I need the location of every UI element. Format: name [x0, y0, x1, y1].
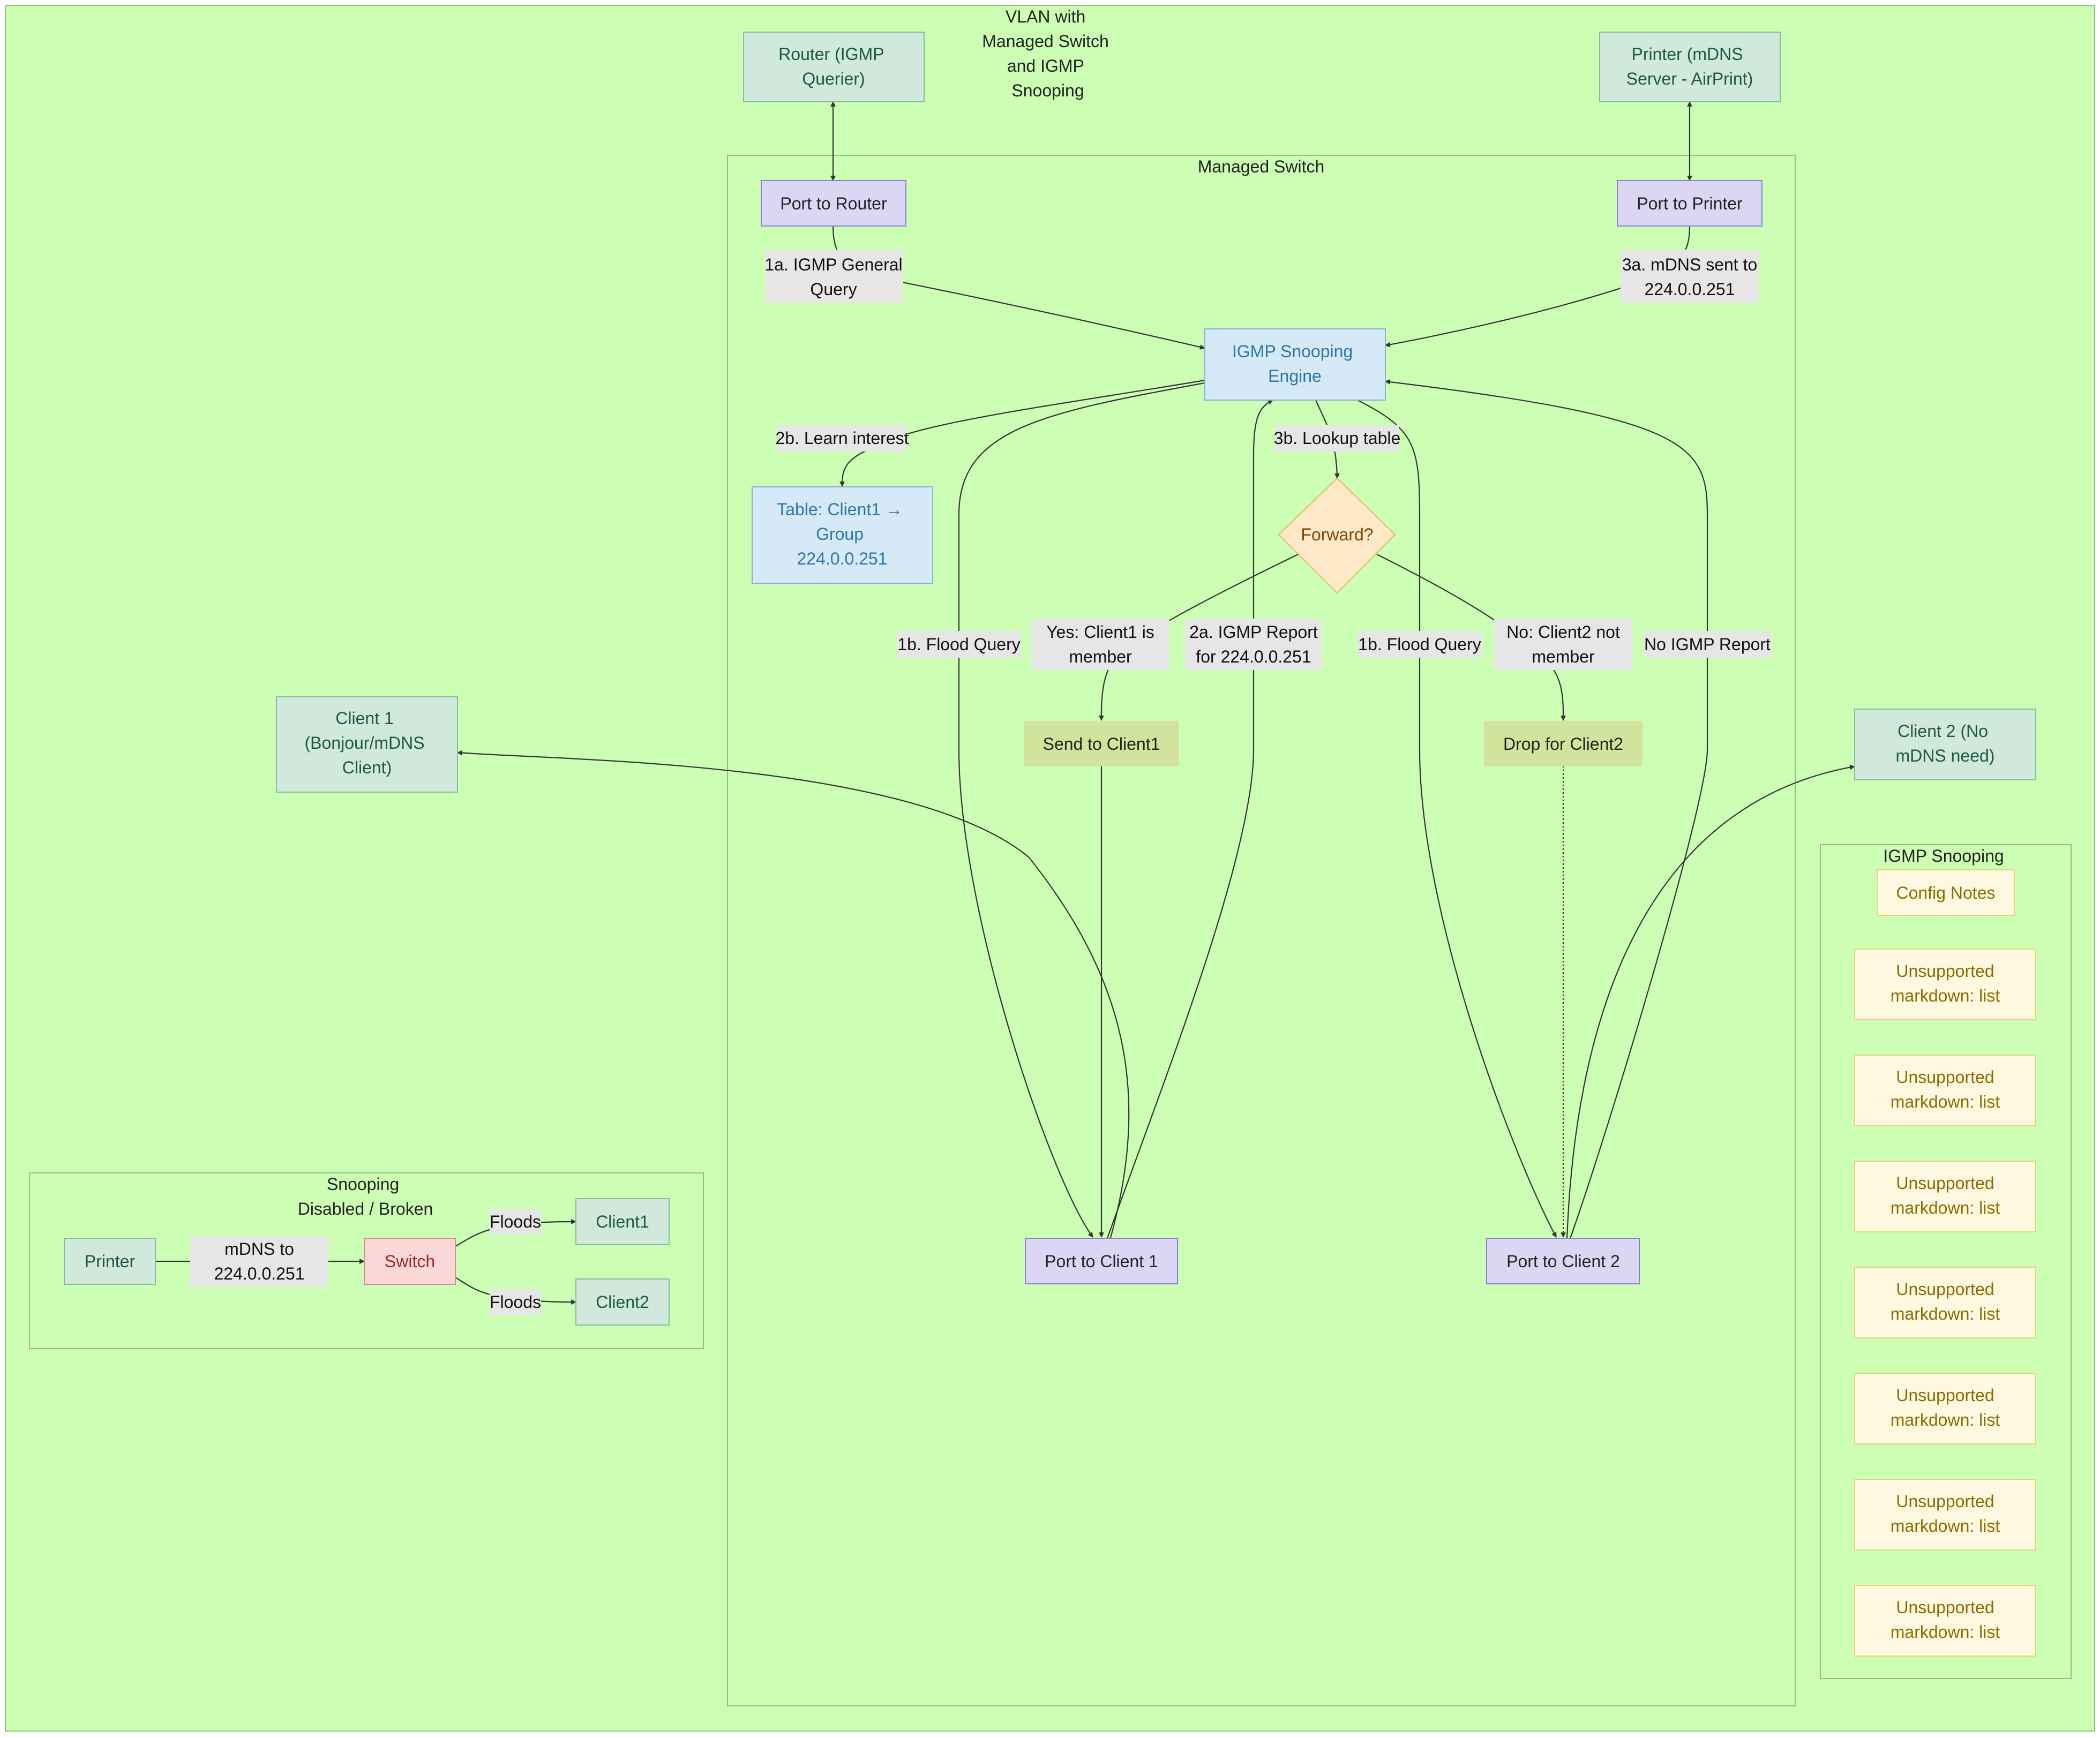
svg-text:1b. Flood Query: 1b. Flood Query: [897, 635, 1020, 654]
config-cluster-title: IGMP Snooping: [1883, 846, 2004, 866]
svg-text:Port to Printer: Port to Printer: [1637, 194, 1743, 213]
svg-text:Forward?: Forward?: [1301, 525, 1373, 544]
config-notes-node: Config Notes: [1877, 869, 2015, 916]
edge-1b-right: [1355, 398, 1557, 1238]
snooping-broken-cluster: [29, 1172, 704, 1349]
port-to-client1-node: Port to Client 1: [1025, 1238, 1178, 1284]
svg-text:Switch: Switch: [385, 1252, 435, 1271]
managed-switch-cluster: [727, 155, 1796, 1706]
client2-node: Client 2 (No mDNS need): [1854, 709, 2036, 780]
svg-text:Client1: Client1: [596, 1212, 649, 1231]
broken-client2-node: Client2: [575, 1278, 670, 1326]
edge-no-report: [1385, 379, 1708, 1240]
svg-text:Printer: Printer: [85, 1252, 136, 1271]
svg-text:Port to Client 2: Port to Client 2: [1506, 1252, 1620, 1271]
broken-printer-node: Printer: [64, 1238, 156, 1285]
snooping-broken-title: Snooping Disabled / Broken: [298, 1175, 433, 1218]
membership-table-node: Table: Client1 → Group 224.0.0.251: [752, 486, 933, 584]
svg-text:Client2: Client2: [596, 1292, 649, 1312]
client1-node: Client 1 (Bonjour/mDNS Client): [276, 696, 458, 793]
managed-switch-title: Managed Switch: [1198, 157, 1325, 176]
port-to-printer-node: Port to Printer: [1617, 180, 1762, 227]
svg-text:Floods: Floods: [490, 1212, 541, 1231]
broken-switch-node: Switch: [364, 1238, 456, 1285]
svg-text:Floods: Floods: [490, 1292, 541, 1312]
svg-text:Port to Client 1: Port to Client 1: [1045, 1252, 1158, 1271]
edge-label-no-report: No IGMP Report: [1644, 631, 1771, 658]
edge-label-1b-left: 1b. Flood Query: [897, 631, 1021, 658]
svg-text:Client 1 (Bonjour/mDNS: Client 1 (Bonjour/mDNS Client): [305, 709, 430, 777]
svg-text:Client 2 (No mDNS need): Client 2 (No mDNS need): [1896, 721, 1995, 765]
edge-label-floods-2: Floods: [490, 1289, 541, 1315]
send-to-client1-node: Send to Client1: [1024, 721, 1179, 766]
port-to-router-node: Port to Router: [761, 180, 906, 227]
edge-2b: [839, 379, 1205, 487]
edge-label-3b: 3b. Lookup table: [1274, 425, 1401, 452]
vlan-cluster: [5, 5, 2095, 1732]
svg-text:1b. Flood Query: 1b. Flood Query: [1358, 635, 1481, 654]
edge-label-floods-1: Floods: [490, 1209, 541, 1235]
broken-client1-node: Client1: [575, 1198, 670, 1245]
edge-label-1b-right: 1b. Flood Query: [1358, 631, 1482, 658]
svg-text:Config Notes: Config Notes: [1896, 883, 1996, 902]
svg-text:Printer (mDNS Server - A: Printer (mDNS Server - AirPrint): [1626, 44, 1753, 88]
svg-text:IGMP Snooping Engine: IGMP Snooping Engine: [1232, 342, 1358, 386]
edge-label-2b: 2b. Learn interest: [775, 425, 909, 452]
edge-client1-port1: [457, 750, 1130, 1240]
printer-mdns-node: Printer (mDNS Server - AirPrint): [1599, 32, 1781, 102]
edge-1b-left: [958, 382, 1205, 1238]
forward-decision-node: Forward?: [1278, 477, 1396, 594]
port-to-client2-node: Port to Client 2: [1486, 1238, 1640, 1284]
svg-text:Port to Router: Port to Router: [780, 194, 887, 213]
svg-text:2b. Learn interest: 2b. Learn interest: [775, 428, 909, 448]
svg-text:Router (IGMP Querier): Router (IGMP Querier): [778, 44, 889, 88]
drop-for-client2-node: Drop for Client2: [1484, 721, 1642, 766]
vlan-title: VLAN with Managed Switch and IGMP Snoopi…: [982, 7, 1113, 100]
router-node: Router (IGMP Querier): [743, 32, 925, 102]
edge-client2-port2: [1566, 764, 1855, 1240]
config-notes-cluster: [1820, 844, 2072, 1679]
svg-text:Send to Client1: Send to Client1: [1043, 734, 1160, 754]
svg-text:No IGMP Report: No IGMP Report: [1644, 635, 1771, 654]
svg-text:Drop for Client2: Drop for Client2: [1503, 734, 1623, 754]
igmp-engine-node: IGMP Snooping Engine: [1204, 328, 1386, 401]
svg-text:3b. Lookup table: 3b. Lookup table: [1274, 428, 1401, 448]
edge-2a: [1106, 400, 1273, 1240]
svg-text:Table: Client1 → Group: Table: Client1 → Group 224.0.0.251: [777, 500, 908, 568]
